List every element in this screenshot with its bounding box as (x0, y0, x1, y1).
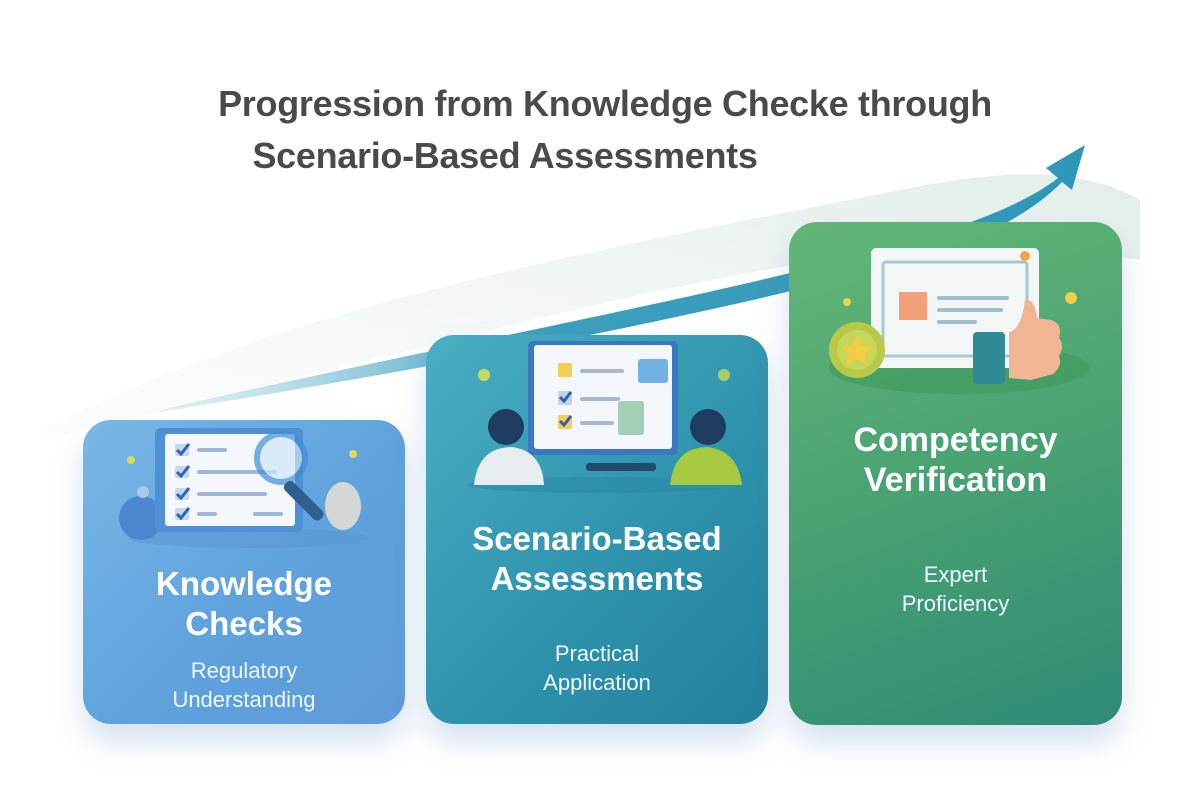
stage-title: Competency Verification (853, 421, 1058, 499)
stage-subtitle: Expert Proficiency (901, 562, 1010, 616)
title-line-1: Progression from Knowledge Checke throug… (218, 83, 992, 124)
stage-subtitle: Regulatory Understanding (172, 658, 316, 712)
certificate-thumbs-up-icon (829, 248, 1089, 394)
stage-card-scenario-based: Scenario-Based Assessments Practical App… (426, 335, 768, 724)
page-title: Progression from Knowledge Checke throug… (0, 78, 1200, 182)
stage-subtitle: Practical Application (543, 641, 651, 695)
title-line-2: Scenario-Based Assessments (252, 135, 758, 176)
stage-title: Knowledge Checks (155, 565, 332, 642)
stage-card-knowledge-checks: Knowledge Checks Regulatory Understandin… (83, 420, 405, 724)
stage-title: Scenario-Based Assessments (472, 520, 722, 597)
checklist-magnifier-icon (119, 428, 368, 548)
people-at-monitor-icon (467, 341, 742, 493)
stage-card-competency-verification: Competency Verification Expert Proficien… (789, 222, 1122, 725)
